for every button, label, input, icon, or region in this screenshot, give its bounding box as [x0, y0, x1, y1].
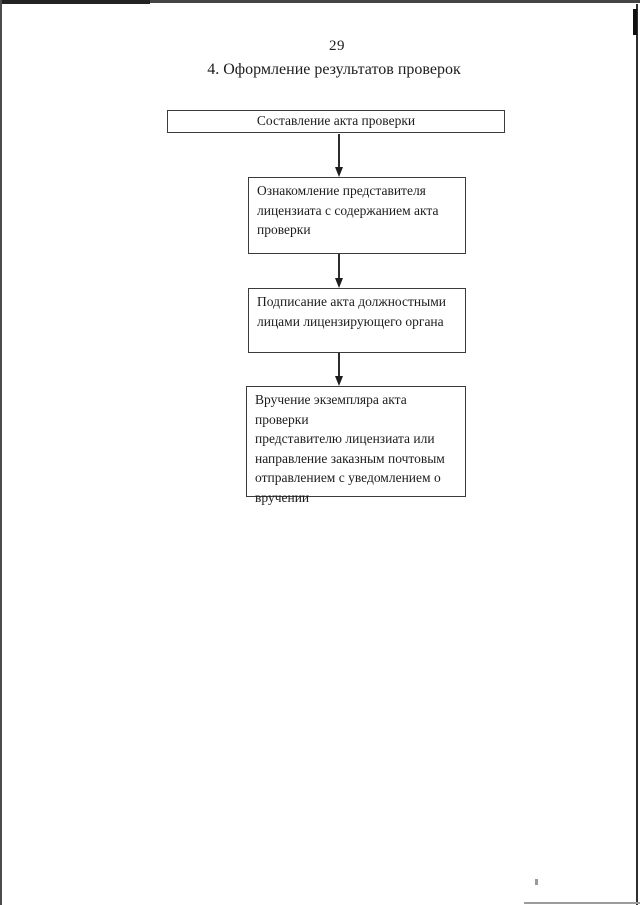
flow-arrow-2	[333, 254, 345, 288]
flowchart-box-drawing-up-act: Составление акта проверки	[167, 110, 505, 133]
scan-speck	[535, 879, 538, 885]
flowchart-box-handing-act: Вручение экземпляра акта проверки предст…	[246, 386, 466, 505]
scan-edge-right-blob	[633, 9, 637, 35]
arrow-shaft	[338, 254, 340, 280]
flow-arrow-3	[333, 353, 345, 386]
page-title: 4. Оформление результатов проверок	[207, 61, 461, 78]
scan-edge-bottom-right	[524, 902, 640, 904]
flowchart-box-signing-act: Подписание акта должностными лицами лице…	[248, 288, 466, 353]
scan-edge-right	[636, 4, 638, 905]
scan-edge-top-dark	[0, 0, 150, 4]
flow-arrow-1	[333, 134, 345, 177]
arrow-head-icon	[334, 167, 343, 177]
flowchart-box-familiarization: Ознакомление представителя лицензиата с …	[248, 177, 466, 254]
arrow-shaft	[338, 134, 340, 169]
scan-edge-top	[0, 0, 640, 3]
scan-edge-left	[0, 0, 2, 905]
page-number: 29	[329, 38, 345, 54]
arrow-head-icon	[334, 278, 343, 288]
arrow-head-icon	[334, 376, 343, 386]
arrow-shaft	[338, 353, 340, 378]
